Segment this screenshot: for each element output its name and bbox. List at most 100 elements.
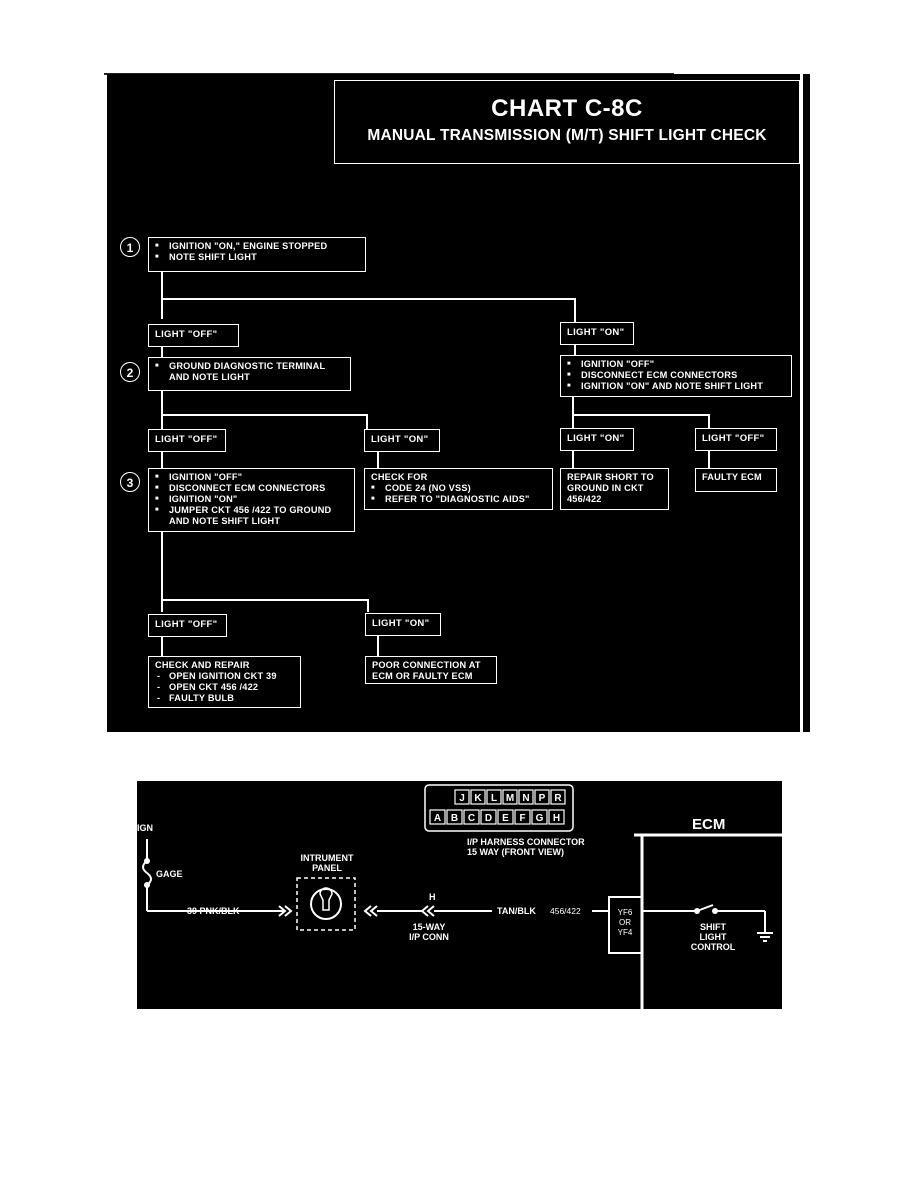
check-for-box: CHECK FOR CODE 24 (NO VSS) REFER TO "DIA… — [364, 468, 553, 510]
connector-line — [161, 298, 575, 300]
connector-line — [367, 599, 369, 612]
ip-conn-line2: I/P CONN — [409, 932, 449, 942]
connector-pin-label: E — [502, 813, 509, 824]
connector-pin-label: B — [451, 813, 458, 824]
connector-pin — [502, 789, 518, 805]
label-light-on: LIGHT "ON" — [560, 322, 634, 345]
connector-line — [161, 532, 163, 612]
label-light-on: LIGHT "ON" — [560, 428, 634, 451]
list-item: IGNITION "ON," ENGINE STOPPED — [155, 241, 359, 252]
connector-pin-label: M — [506, 793, 514, 804]
connector-caption-line1: I/P HARNESS CONNECTOR — [467, 837, 585, 847]
label-light-off: LIGHT "OFF" — [148, 324, 239, 347]
connector-line — [161, 452, 163, 468]
ground-icon — [757, 932, 773, 942]
connector-line — [161, 347, 163, 357]
label-light-off: LIGHT "OFF" — [148, 429, 226, 452]
connector-pin-label: F — [519, 813, 525, 824]
list-item: OPEN CKT 456 /422 — [155, 682, 294, 693]
connector-pin — [480, 809, 497, 825]
connector-line — [161, 599, 368, 601]
flowchart-panel: CHART C-8C MANUAL TRANSMISSION (M/T) SHI… — [107, 74, 810, 732]
switch-line3: CONTROL — [690, 942, 736, 952]
connector-line — [574, 298, 576, 323]
instrument-panel-label: INTRUMENT PANEL — [295, 853, 359, 873]
check-repair-box: CHECK AND REPAIR OPEN IGNITION CKT 39 OP… — [148, 656, 301, 708]
connector-pin — [514, 809, 531, 825]
connector-pin — [470, 789, 486, 805]
list-item: IGNITION "ON" AND NOTE SHIFT LIGHT — [567, 381, 785, 392]
connector-pin-label: K — [474, 793, 482, 804]
connector-line — [708, 414, 710, 428]
ip-connector-label: 15-WAY I/P CONN — [401, 922, 457, 942]
list-item: GROUND DIAGNOSTIC TERMINAL AND NOTE LIGH… — [155, 361, 344, 383]
connector-pin — [531, 809, 548, 825]
right1-box: IGNITION "OFF" DISCONNECT ECM CONNECTORS… — [560, 355, 792, 397]
ecm-label: ECM — [692, 816, 726, 833]
list-item: DISCONNECT ECM CONNECTORS — [567, 370, 785, 381]
connector-caption: I/P HARNESS CONNECTOR 15 WAY (FRONT VIEW… — [467, 837, 585, 857]
connector-pin-label: G — [536, 813, 544, 824]
list-item: IGNITION "ON" — [155, 494, 348, 505]
connector-line — [366, 414, 368, 429]
connector-pin-label: P — [539, 793, 546, 804]
shift-light-control-label: SHIFT LIGHT CONTROL — [685, 922, 741, 952]
connector-pin-label: D — [485, 813, 492, 824]
ecm-pin-line3: YF4 — [617, 928, 633, 937]
connector-pin-label: A — [434, 813, 441, 824]
list-item: OPEN IGNITION CKT 39 — [155, 671, 294, 682]
connector-pin — [548, 809, 565, 825]
instrument-label-line1: INTRUMENT — [300, 853, 354, 863]
connector-line — [161, 637, 163, 657]
connector-line — [572, 451, 574, 468]
list-item: FAULTY BULB — [155, 693, 294, 704]
check-for-heading: CHECK FOR — [371, 472, 428, 482]
ign-label: IGN — [137, 823, 154, 833]
step-marker-2: 2 — [120, 362, 140, 382]
connector-pin — [534, 789, 550, 805]
bulb-icon — [310, 888, 342, 920]
ip-conn-line1: 15-WAY — [412, 922, 446, 932]
connector-arrow-icon — [363, 905, 378, 917]
connector-pin-label: C — [468, 813, 475, 824]
poor-connection-box: POOR CONNECTION AT ECM OR FAULTY ECM — [365, 656, 497, 684]
list-item: IGNITION "OFF" — [155, 472, 348, 483]
step-marker-1: 1 — [120, 237, 140, 257]
connector-arrow-icon — [278, 905, 293, 917]
connector-pin-label: H — [553, 813, 560, 824]
connector-pin — [446, 809, 463, 825]
connector-line — [161, 272, 163, 319]
list-item: NOTE SHIFT LIGHT — [155, 252, 359, 263]
ecm-pin-line1: YF6 — [617, 908, 633, 917]
ecm-pin-label: YF6 OR YF4 — [611, 908, 639, 938]
connector-line — [572, 397, 574, 429]
gage-label: GAGE — [156, 869, 183, 879]
pin-h-label: H — [429, 892, 436, 902]
connector-pin-label: R — [554, 793, 562, 804]
switch-line1: SHIFT — [700, 922, 726, 932]
faulty-ecm-box: FAULTY ECM — [695, 468, 777, 492]
connector-line — [161, 414, 367, 416]
label-light-on: LIGHT "ON" — [365, 613, 441, 636]
list-item: IGNITION "OFF" — [567, 359, 785, 370]
wire-ckt-label: 456/422 — [550, 906, 581, 916]
fuse-icon — [142, 860, 152, 886]
ecm-pin-line2: OR — [619, 918, 631, 927]
wire-39-label: 39 PNK/BLK — [187, 906, 240, 916]
step3-box: IGNITION "OFF" DISCONNECT ECM CONNECTORS… — [148, 468, 355, 532]
connector-pin — [429, 809, 446, 825]
step1-box: IGNITION "ON," ENGINE STOPPED NOTE SHIFT… — [148, 237, 366, 272]
list-item: REFER TO "DIAGNOSTIC AIDS" — [371, 494, 546, 505]
connector-pin-label: J — [459, 793, 465, 804]
connector-line — [574, 345, 576, 355]
connector-pin — [463, 809, 480, 825]
connector-pin — [497, 809, 514, 825]
list-item: JUMPER CKT 456 /422 TO GROUND AND NOTE S… — [155, 505, 348, 527]
chart-subtitle: MANUAL TRANSMISSION (M/T) SHIFT LIGHT CH… — [367, 127, 767, 144]
connector-pin — [518, 789, 534, 805]
list-item: CODE 24 (NO VSS) — [371, 483, 546, 494]
connector-pin-label: N — [522, 793, 529, 804]
